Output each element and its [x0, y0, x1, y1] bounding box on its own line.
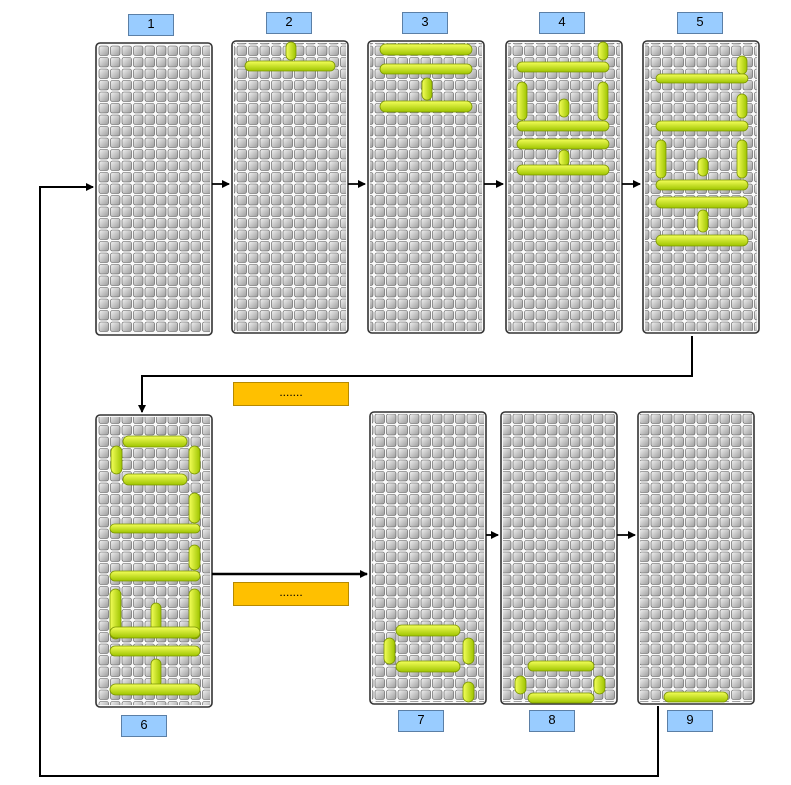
yellow-bar-49 [593, 675, 606, 695]
yellow-bar-24 [655, 196, 749, 209]
yellow-bar-25 [697, 209, 709, 233]
yellow-bar-34 [109, 570, 201, 582]
yellow-bar-50 [527, 692, 595, 704]
yellow-bar-36 [188, 588, 201, 640]
yellow-bar-18 [736, 93, 748, 119]
yellow-bar-11 [558, 98, 570, 118]
yellow-bar-7 [597, 41, 609, 61]
yellow-bar-23 [655, 179, 749, 191]
ellipsis-note-1: ....... [233, 382, 349, 406]
grid-panel-8 [500, 411, 618, 705]
yellow-bar-12 [516, 120, 610, 132]
grid-panel-9 [637, 411, 755, 705]
yellow-bar-45 [395, 660, 461, 673]
grid-panel-1 [95, 42, 213, 336]
yellow-bar-2 [244, 60, 336, 72]
yellow-bar-35 [109, 588, 122, 640]
yellow-bar-1 [285, 41, 297, 61]
yellow-bar-13 [516, 138, 610, 150]
step-label-7: 7 [398, 710, 444, 732]
step-label-1: 1 [128, 14, 174, 36]
yellow-bar-27 [122, 435, 188, 448]
yellow-bar-40 [150, 658, 162, 688]
connector-arrow-9 [39, 183, 659, 777]
yellow-bar-4 [379, 63, 473, 75]
yellow-bar-3 [379, 43, 473, 56]
step-label-9: 9 [667, 710, 713, 732]
yellow-bar-21 [736, 139, 748, 179]
yellow-bar-16 [736, 55, 748, 75]
yellow-bar-48 [514, 675, 527, 695]
yellow-bar-38 [109, 626, 201, 639]
yellow-bar-41 [109, 683, 201, 696]
step-label-4: 4 [539, 12, 585, 34]
yellow-bar-47 [527, 660, 595, 672]
step-label-6: 6 [121, 715, 167, 737]
yellow-bar-42 [395, 624, 461, 637]
yellow-bar-51 [663, 691, 729, 703]
yellow-bar-43 [383, 637, 396, 665]
connector-arrow-5 [138, 336, 693, 413]
grid-panel-2 [231, 40, 349, 334]
yellow-bar-31 [188, 492, 201, 524]
yellow-bar-9 [516, 81, 528, 121]
yellow-bar-46 [462, 681, 475, 703]
yellow-bar-22 [697, 157, 709, 177]
step-label-5: 5 [677, 12, 723, 34]
yellow-bar-14 [558, 149, 570, 167]
step-label-3: 3 [402, 12, 448, 34]
ellipsis-note-2: ....... [233, 582, 349, 606]
yellow-bar-10 [597, 81, 609, 121]
yellow-bar-19 [655, 120, 749, 132]
yellow-bar-32 [109, 523, 201, 534]
yellow-bar-17 [655, 73, 749, 84]
yellow-bar-39 [109, 645, 201, 657]
yellow-bar-33 [188, 544, 201, 571]
yellow-bar-26 [655, 234, 749, 247]
yellow-bar-44 [462, 637, 475, 665]
grid-panel-4 [505, 40, 623, 334]
yellow-bar-8 [516, 61, 610, 73]
yellow-bar-15 [516, 164, 610, 176]
yellow-bar-30 [122, 473, 188, 486]
yellow-bar-28 [110, 445, 123, 475]
yellow-bar-20 [655, 139, 667, 179]
step-label-2: 2 [266, 12, 312, 34]
yellow-bar-6 [379, 100, 473, 113]
yellow-bar-29 [188, 445, 201, 475]
step-label-8: 8 [529, 710, 575, 732]
yellow-bar-5 [421, 77, 433, 101]
